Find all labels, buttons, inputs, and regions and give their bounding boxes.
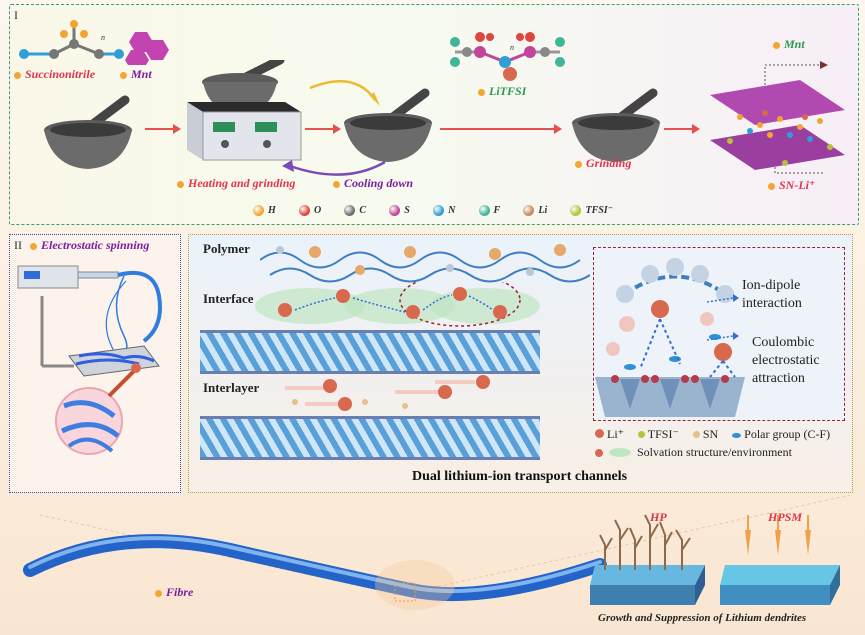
bullet-icon: [773, 41, 780, 49]
label-hpsm: HPSM: [768, 510, 803, 524]
label-hp: HP: [650, 510, 667, 524]
solvation-icon: [609, 448, 631, 457]
panel-1-number: I: [14, 8, 18, 22]
label-mnt-right: Mnt: [773, 37, 805, 52]
legend-item-f: F: [478, 204, 501, 216]
mnt-lattice-bottom: [200, 416, 540, 460]
label-succinonitrile: Succinonitrile: [14, 67, 95, 82]
label-litfsi: LiTFSI: [478, 84, 526, 99]
atom-tfsi-icon: [570, 204, 582, 216]
li-ion-icon: [595, 448, 603, 457]
sn-li-mnt-composite: [710, 61, 845, 174]
legend-item-c: C: [344, 204, 367, 216]
spinning-apparatus: [17, 265, 162, 455]
panel-2-number: II: [14, 238, 22, 252]
n-subscript: n: [101, 33, 105, 42]
legend-label: H: [268, 204, 276, 216]
bullet-icon: [155, 589, 162, 597]
bullet-icon: [575, 160, 582, 168]
polymer-chains: [260, 244, 590, 283]
succinonitrile-molecule: [19, 20, 124, 59]
tag-interlayer: Interlayer: [203, 380, 260, 395]
element-legend: H O C S N F Li TFSI⁻: [253, 202, 613, 218]
legend-label: C: [359, 204, 367, 216]
legend-item-tfsi: TFSI⁻: [570, 204, 613, 216]
legend-item-li: Li: [523, 204, 548, 216]
label-coulombic: Coulombic electrostatic attraction: [752, 335, 820, 386]
atom-o-icon: [298, 204, 310, 216]
bullet-icon: [120, 71, 127, 79]
fibre-illustration: [23, 494, 851, 610]
atom-s-icon: [389, 204, 401, 216]
label-electrostatic-spinning: Electrostatic spinning: [30, 238, 149, 253]
dendrite-comparison: [590, 514, 840, 605]
n-subscript-litfsi: n: [510, 43, 514, 52]
atom-li-icon: [523, 204, 535, 216]
label-cooling: Cooling down: [333, 176, 413, 191]
bullet-icon: [768, 182, 775, 190]
bullet-icon: [478, 88, 485, 96]
legend-label: N: [448, 204, 456, 216]
label-dendrites: Growth and Suppression of Lithium dendri…: [598, 612, 807, 624]
li-ion-icon: [595, 429, 604, 438]
atom-c-icon: [344, 204, 356, 216]
legend-item-s: S: [389, 204, 410, 216]
legend-item-h: H: [253, 204, 276, 216]
mnt-hexagons: [125, 32, 169, 65]
atom-n-icon: [433, 204, 445, 216]
legend-polar: Polar group (C-F): [732, 427, 830, 442]
label-grinding: Grinding: [575, 156, 631, 171]
mortar-1: [44, 95, 132, 169]
legend-tfsi: TFSI⁻: [638, 427, 679, 442]
cycle-arrows: [282, 80, 386, 176]
inset-arrows: [706, 294, 739, 341]
bullet-icon: [177, 180, 184, 188]
atom-f-icon: [478, 204, 490, 216]
legend-sn: SN: [692, 427, 718, 442]
tag-interface: Interface: [203, 291, 254, 306]
sn-icon: [692, 431, 700, 438]
legend-solvation: Solvation structure/environment: [595, 445, 792, 460]
interlayer-ions: [285, 375, 490, 411]
interface-layer: [255, 282, 540, 327]
legend-label: Li: [538, 204, 548, 216]
legend-species: Li⁺ TFSI⁻ SN Polar group (C-F): [595, 427, 830, 442]
mortar-2: [344, 88, 432, 162]
label-mnt-left: Mnt: [120, 67, 152, 82]
bullet-icon: [30, 242, 37, 250]
mortar-3: [572, 88, 660, 162]
li-ion-icon: [503, 67, 517, 81]
bullet-icon: [14, 71, 21, 79]
arrow-2: [305, 124, 341, 134]
mnt-lattice-top: [200, 330, 540, 374]
tag-polymer: Polymer: [203, 241, 250, 256]
panel-2-title: Dual lithium-ion transport channels: [411, 469, 628, 484]
arrow-4: [664, 124, 700, 134]
label-ion-dipole: Ion-dipole interaction: [742, 278, 802, 311]
legend-label: TFSI⁻: [585, 204, 613, 216]
legend-label: S: [404, 204, 410, 216]
legend-label: O: [313, 204, 322, 216]
legend-li: Li⁺: [595, 427, 624, 442]
bullet-icon: [333, 180, 340, 188]
litfsi-molecule: [450, 32, 565, 68]
heating-plate: [187, 60, 302, 161]
label-heating: Heating and grinding: [177, 176, 295, 191]
arrow-3: [440, 124, 562, 134]
atom-h-icon: [253, 204, 264, 216]
arrow-1: [145, 124, 181, 134]
legend-item-o: O: [298, 204, 322, 216]
label-fibre: Fibre: [155, 585, 193, 600]
legend-label: F: [493, 204, 501, 216]
tfsi-icon: [638, 431, 645, 438]
legend-item-n: N: [433, 204, 456, 216]
label-sn-li: SN-Li⁺: [768, 178, 815, 193]
polar-group-icon: [732, 433, 742, 438]
